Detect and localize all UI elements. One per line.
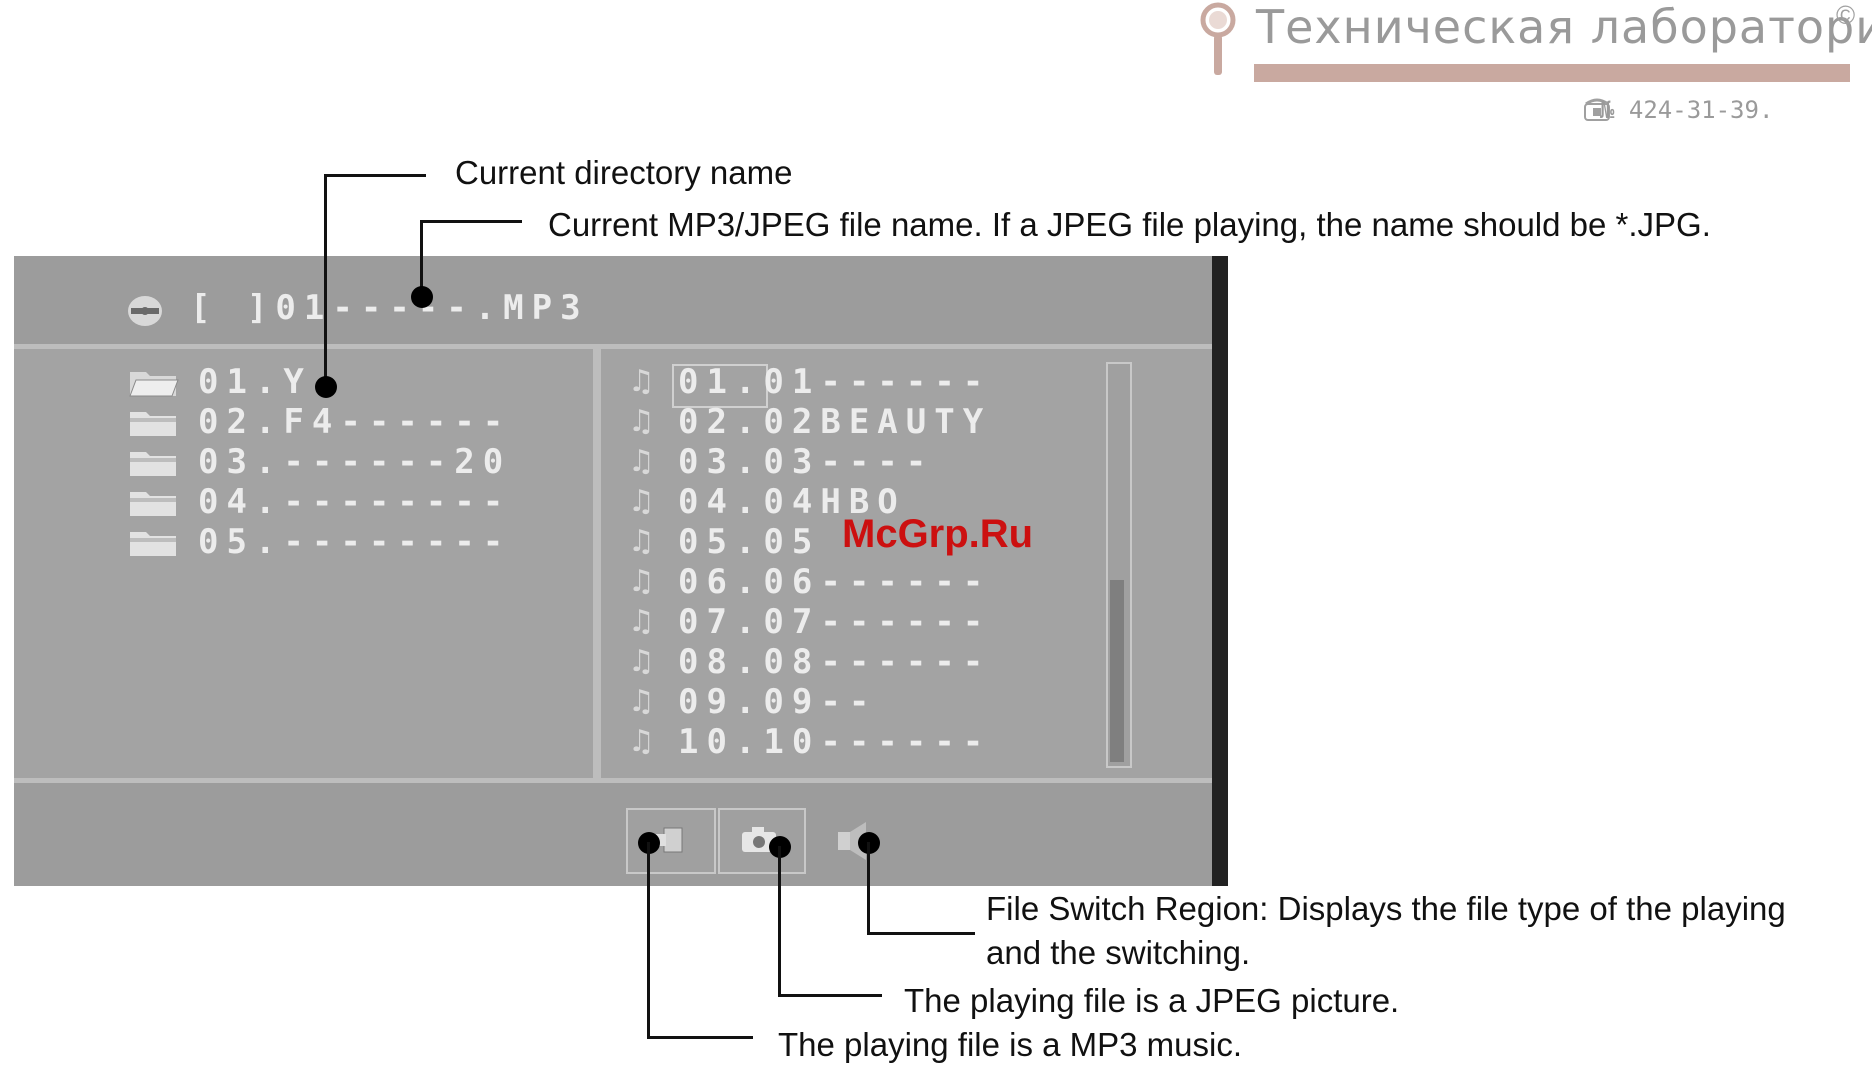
callout-dot <box>315 376 337 398</box>
file-item[interactable]: ♫ 03.03---- <box>628 442 1128 482</box>
file-label: 07.07------ <box>678 602 992 642</box>
screen-edge <box>1212 256 1228 886</box>
folder-icon <box>130 452 176 476</box>
file-item[interactable]: ♫ 04.04HBO <box>628 482 1128 522</box>
file-label: 04.04HBO <box>678 482 906 522</box>
folder-icon <box>130 492 176 516</box>
file-label: 08.08------ <box>678 642 992 682</box>
annotation-jpeg-playing: The playing file is a JPEG picture. <box>904 982 1400 1019</box>
leader-line <box>867 932 975 935</box>
selection-highlight <box>672 364 768 408</box>
leader-line <box>420 220 423 296</box>
music-note-icon: ♫ <box>628 564 655 599</box>
folder-item[interactable]: 01.Y <box>128 362 588 402</box>
leader-line <box>647 1036 753 1039</box>
file-item[interactable]: ♫ 06.06------ <box>628 562 1128 602</box>
file-item[interactable]: ♫ 01.01------ <box>628 362 1128 402</box>
leader-line <box>647 842 650 1038</box>
file-item[interactable]: ♫ 09.09-- <box>628 682 1128 722</box>
folder-item[interactable]: 04.-------- <box>128 482 588 522</box>
file-item[interactable]: ♫ 08.08------ <box>628 642 1128 682</box>
callout-dot <box>411 286 433 308</box>
leader-line <box>778 846 781 996</box>
leader-line <box>420 220 522 223</box>
open-folder-icon <box>129 372 179 397</box>
file-label: 01.01------ <box>678 362 992 402</box>
music-note-icon: ♫ <box>628 644 655 679</box>
annotation-file-switch-cont: and the switching. <box>986 934 1251 971</box>
folder-panel <box>14 349 593 778</box>
current-file-path: [ ]01-----.MP3 <box>190 288 589 328</box>
file-label: 10.10------ <box>678 722 992 762</box>
folder-label: 02.F4------ <box>198 402 512 442</box>
jpeg-switch-button[interactable] <box>718 808 806 874</box>
folder-item[interactable]: 03.------20 <box>128 442 588 482</box>
panel-divider <box>593 349 601 779</box>
music-note-icon: ♫ <box>628 404 655 439</box>
annotation-mp3-playing: The playing file is a MP3 music. <box>778 1026 1243 1063</box>
watermark-bar <box>1254 64 1850 82</box>
annotation-current-directory: Current directory name <box>455 154 793 191</box>
leader-line <box>867 842 870 934</box>
scrollbar-thumb[interactable] <box>1110 580 1124 762</box>
file-label: 09.09-- <box>678 682 878 722</box>
file-label: 03.03---- <box>678 442 935 482</box>
header-divider <box>14 344 1212 349</box>
folder-label: 01.Y <box>198 362 312 402</box>
music-note-icon: ♫ <box>628 364 655 399</box>
file-item[interactable]: ♫ 02.02BEAUTY <box>628 402 1128 442</box>
file-label: 02.02BEAUTY <box>678 402 992 442</box>
annotation-file-switch: File Switch Region: Displays the file ty… <box>986 890 1786 927</box>
folder-icon <box>130 532 176 556</box>
music-note-icon: ♫ <box>628 524 655 559</box>
camera-icon <box>742 827 776 852</box>
file-item[interactable]: ♫ 07.07------ <box>628 602 1128 642</box>
site-watermark: McGrp.Ru <box>842 512 1034 556</box>
watermark-number: № 424-31-39. <box>1600 96 1774 124</box>
folder-item[interactable]: 02.F4------ <box>128 402 588 442</box>
annotation-current-file: Current MP3/JPEG file name. If a JPEG fi… <box>548 206 1711 243</box>
music-note-icon: ♫ <box>628 604 655 639</box>
folder-label: 03.------20 <box>198 442 512 482</box>
music-note-icon: ♫ <box>628 444 655 479</box>
music-note-icon: ♫ <box>628 684 655 719</box>
leader-line <box>778 994 882 997</box>
footer-divider <box>14 778 1212 783</box>
file-label: 06.06------ <box>678 562 992 602</box>
file-item[interactable]: ♫ 10.10------ <box>628 722 1128 762</box>
folder-label: 04.-------- <box>198 482 512 522</box>
file-item[interactable]: ♫ 05.05 <box>628 522 1128 562</box>
folder-label: 05.-------- <box>198 522 512 562</box>
disc-icon <box>128 296 162 326</box>
folder-item[interactable]: 05.-------- <box>128 522 588 562</box>
copyright-symbol: © <box>1836 0 1856 30</box>
leader-line <box>324 174 426 177</box>
phone-icon <box>1584 98 1610 121</box>
folder-icon <box>130 412 176 436</box>
music-note-icon: ♫ <box>628 484 655 519</box>
watermark-title: Техническая лаборатория <box>1256 0 1872 54</box>
music-note-icon: ♫ <box>628 724 655 759</box>
file-label: 05.05 <box>678 522 821 562</box>
leader-line <box>324 174 327 386</box>
magnifier-logo-icon <box>1200 2 1236 75</box>
